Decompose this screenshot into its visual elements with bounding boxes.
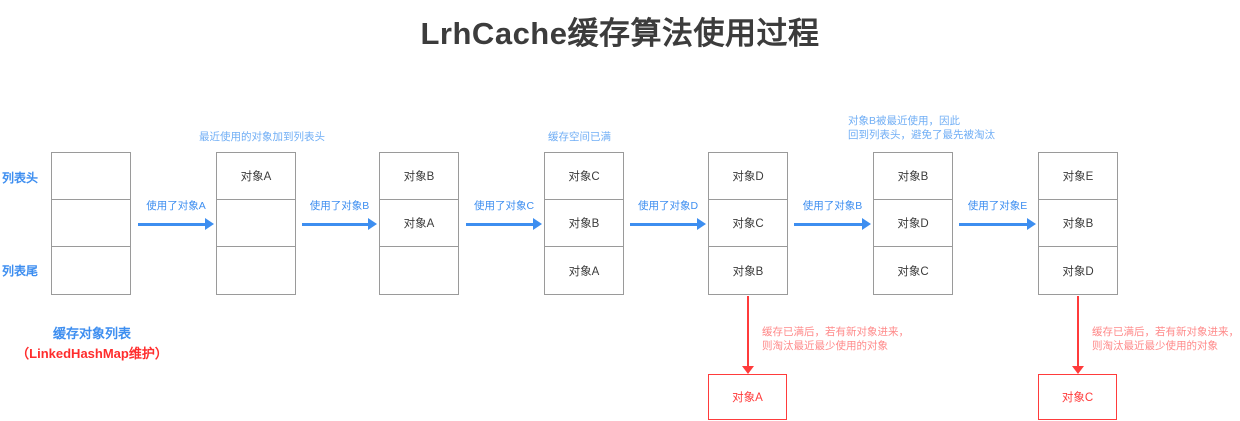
arrow-4 [630, 215, 706, 233]
stack-1-cell-2 [52, 200, 130, 247]
arrow-4-head [697, 218, 706, 230]
page-title: LrhCache缓存算法使用过程 [420, 16, 820, 51]
eviction-1-note-line-2: 则淘汰最近最少使用的对象 [762, 340, 888, 352]
eviction-2-box: 对象C [1038, 374, 1117, 420]
list-tail-label: 列表尾 [2, 264, 39, 278]
arrow-1-shaft [138, 223, 205, 226]
stack-1 [51, 152, 131, 295]
note-stack-6: 对象B被最近使用，因此 回到列表头，避免了最先被淘汰 [848, 115, 995, 141]
arrow-1 [138, 215, 214, 233]
arrow-5-label: 使用了对象B [802, 200, 863, 212]
stack-6-cell-1: 对象B [874, 153, 952, 200]
list-head-label: 列表头 [2, 171, 39, 185]
arrow-6-label: 使用了对象E [967, 200, 1028, 212]
eviction-1-arrow-shaft [747, 296, 749, 366]
stack-5-cell-1: 对象D [709, 153, 787, 200]
eviction-1-arrow [742, 296, 754, 374]
arrow-3-head [533, 218, 542, 230]
stack-6: 对象B 对象D 对象C [873, 152, 953, 295]
stack-1-cell-3 [52, 247, 130, 294]
stack-7: 对象E 对象B 对象D [1038, 152, 1118, 295]
arrow-4-shaft [630, 223, 697, 226]
arrow-2-head [368, 218, 377, 230]
eviction-2-note-line-1: 缓存已满后，若有新对象进来， [1092, 326, 1239, 338]
note-stack-2: 最近使用的对象加到列表头 [199, 131, 325, 143]
arrow-1-label: 使用了对象A [146, 200, 206, 212]
stack-5-cell-3: 对象B [709, 247, 787, 294]
caption-line-1: 缓存对象列表 [52, 326, 131, 341]
stack-4-cell-3: 对象A [545, 247, 623, 294]
caption-line-2: （LinkedHashMap维护） [16, 346, 168, 361]
arrow-5 [794, 215, 871, 233]
stack-4: 对象C 对象B 对象A [544, 152, 624, 295]
stack-4-cell-1: 对象C [545, 153, 623, 200]
eviction-1-note-line-1: 缓存已满后，若有新对象进来， [762, 326, 909, 338]
stack-3-cell-3 [380, 247, 458, 294]
arrow-3-shaft [466, 223, 533, 226]
stack-3-cell-2: 对象A [380, 200, 458, 247]
stack-4-cell-2: 对象B [545, 200, 623, 247]
arrow-6-shaft [959, 223, 1027, 226]
stack-2-cell-1: 对象A [217, 153, 295, 200]
arrow-2 [302, 215, 377, 233]
arrow-5-shaft [794, 223, 862, 226]
arrow-1-head [205, 218, 214, 230]
stack-3: 对象B 对象A [379, 152, 459, 295]
arrow-2-label: 使用了对象B [309, 200, 370, 212]
eviction-2-arrow-shaft [1077, 296, 1079, 366]
note-stack-4: 缓存空间已满 [548, 131, 611, 143]
arrow-5-head [862, 218, 871, 230]
stack-2: 对象A [216, 152, 296, 295]
stack-7-cell-3: 对象D [1039, 247, 1117, 294]
eviction-2-arrow [1072, 296, 1084, 374]
eviction-1-arrow-head [742, 366, 754, 374]
stack-5-cell-2: 对象C [709, 200, 787, 247]
stack-3-cell-1: 对象B [380, 153, 458, 200]
eviction-2-arrow-head [1072, 366, 1084, 374]
arrow-3 [466, 215, 542, 233]
eviction-2-note-line-2: 则淘汰最近最少使用的对象 [1092, 340, 1218, 352]
arrow-2-shaft [302, 223, 368, 226]
stack-1-cell-1 [52, 153, 130, 200]
arrow-4-label: 使用了对象D [637, 200, 699, 212]
arrow-6 [959, 215, 1036, 233]
stack-2-cell-2 [217, 200, 295, 247]
stack-6-cell-2: 对象D [874, 200, 952, 247]
stack-7-cell-1: 对象E [1039, 153, 1117, 200]
arrow-3-label: 使用了对象C [473, 200, 535, 212]
arrow-6-head [1027, 218, 1036, 230]
stack-7-cell-2: 对象B [1039, 200, 1117, 247]
stack-5: 对象D 对象C 对象B [708, 152, 788, 295]
stack-2-cell-3 [217, 247, 295, 294]
eviction-1-box: 对象A [708, 374, 787, 420]
stack-6-cell-3: 对象C [874, 247, 952, 294]
